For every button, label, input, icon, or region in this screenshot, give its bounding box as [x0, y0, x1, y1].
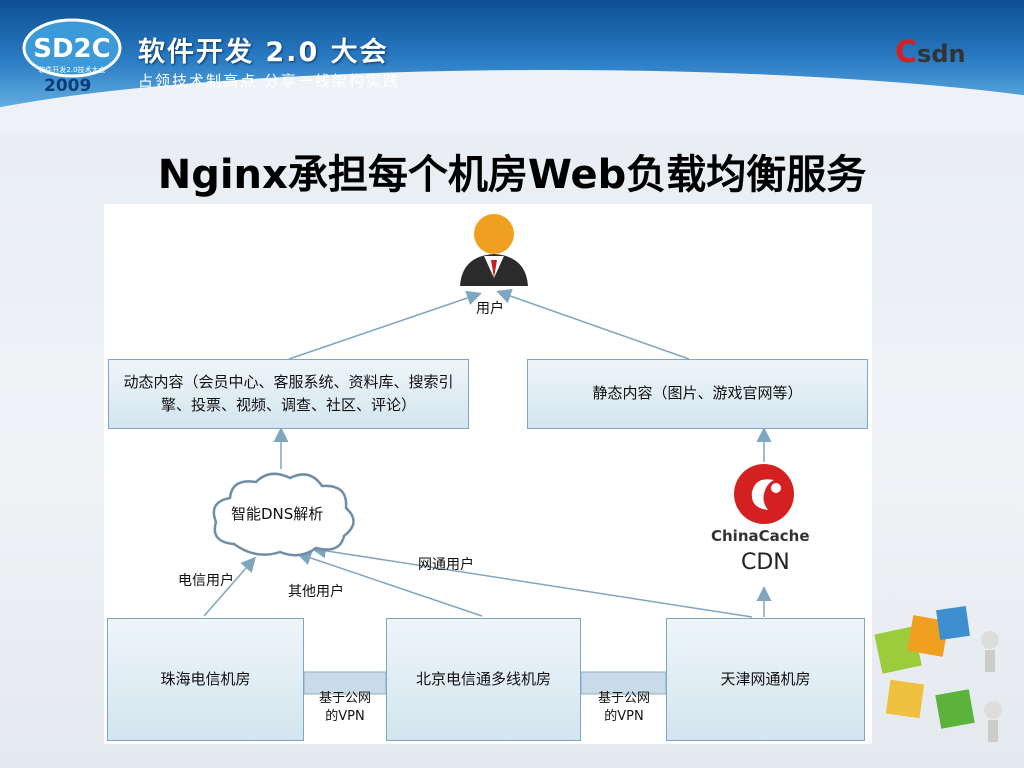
vpn-left-line2: 的VPN	[325, 709, 365, 725]
arrow-telecom-to-dns	[203, 556, 256, 617]
slide-title: Nginx承担每个机房Web负载均衡服务	[157, 152, 867, 198]
dns-cloud-icon	[212, 472, 355, 557]
arrow-other-to-dns	[296, 550, 483, 617]
logo-text: SD2C	[33, 34, 110, 64]
vpn-right-line2: 的VPN	[604, 709, 644, 725]
edge-label-telecom: 电信用户	[178, 573, 234, 589]
logo-subtitle: 软件开发2.0技术大会	[38, 65, 105, 74]
edge-label-other: 其他用户	[288, 584, 344, 600]
datacenter-beijing: 北京电信通多线机房	[386, 618, 581, 741]
csdn-logo-c: C	[895, 35, 918, 70]
csdn-logo-rest: sdn	[917, 40, 966, 68]
user-label: 用户	[476, 301, 504, 317]
connector-lines	[203, 288, 772, 695]
dns-label: 智能DNS解析	[231, 505, 324, 523]
vpn-right-line1: 基于公网	[597, 691, 650, 706]
vpn-left-line1: 基于公网	[318, 691, 371, 706]
logo-year: 2009	[44, 76, 92, 96]
arrow-netcom-to-dns	[311, 543, 753, 618]
csdn-logo: Csdn	[895, 35, 966, 70]
static-content-box: 静态内容（图片、游戏官网等）	[527, 359, 868, 429]
arrow-static-to-user	[496, 288, 690, 360]
conference-title: 软件开发 2.0 大会	[138, 37, 389, 68]
header-banner	[0, 0, 1024, 135]
sd2c-logo: SD2C 软件开发2.0技术大会	[22, 18, 122, 78]
cdn-label: CDN	[741, 550, 790, 575]
conference-subtitle: 占领技术制高点 分享一线架构实践	[138, 72, 400, 90]
chinacache-brand: ChinaCache	[711, 527, 810, 545]
architecture-diagram: 用户 动态内容（会员中心、客服系统、资料库、搜索引擎、投票、视频、调查、社区、评…	[104, 204, 872, 744]
arrow-dynamic-to-user	[288, 290, 482, 360]
vpn-label-left: 基于公网 的VPN	[308, 690, 382, 726]
datacenter-zhuhai: 珠海电信机房	[107, 618, 304, 741]
user-avatar-icon	[460, 214, 528, 286]
dynamic-content-box: 动态内容（会员中心、客服系统、资料库、搜索引擎、投票、视频、调查、社区、评论）	[108, 359, 469, 429]
vpn-label-right: 基于公网 的VPN	[586, 690, 662, 726]
decorative-cubes-icon	[874, 606, 1002, 742]
chinacache-logo-icon	[734, 464, 794, 524]
datacenter-tianjin: 天津网通机房	[666, 618, 865, 741]
edge-label-netcom: 网通用户	[418, 557, 474, 573]
